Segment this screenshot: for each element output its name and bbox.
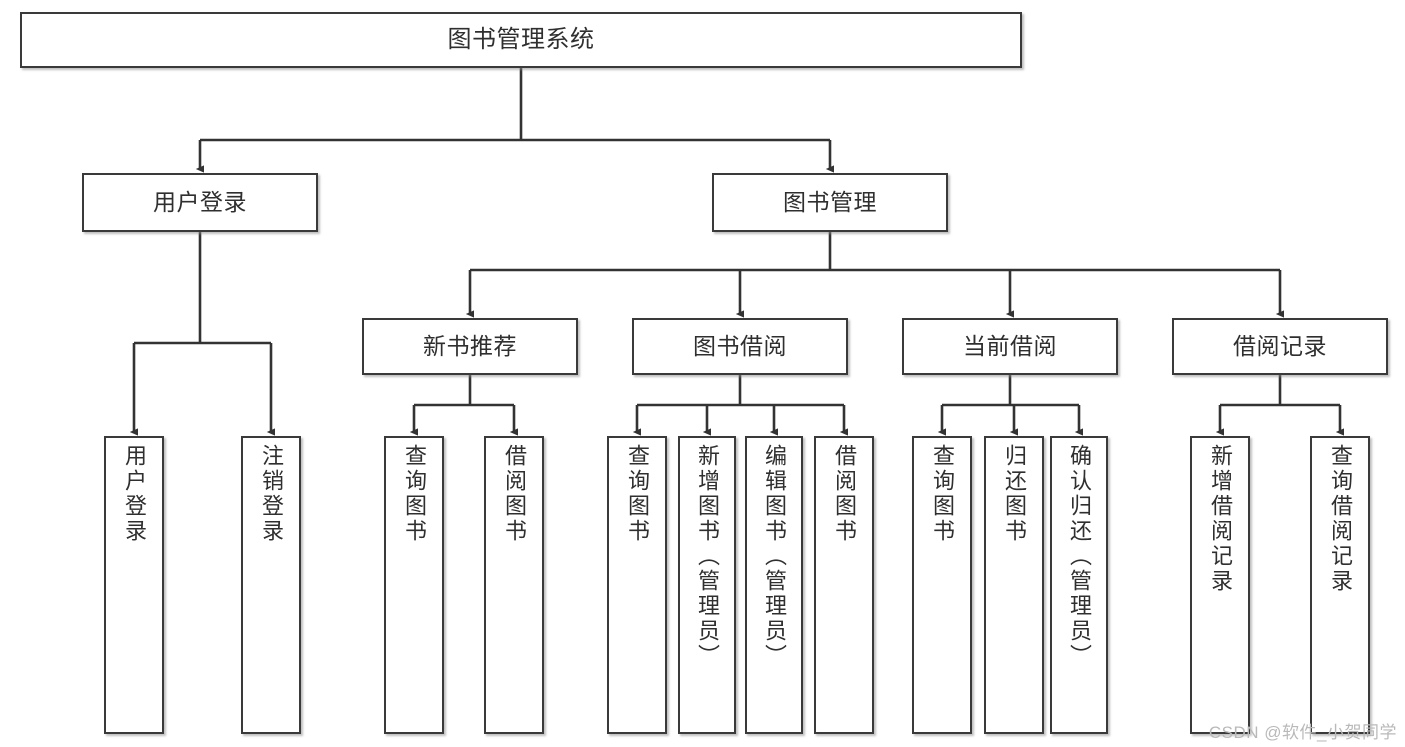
leaf-add-borrow-record[interactable]: 新增借阅记录 <box>1190 436 1250 734</box>
leaf-return-books-label: 归还图书 <box>1002 444 1027 544</box>
node-new-book-recommend-label: 新书推荐 <box>423 332 517 359</box>
node-root-label: 图书管理系统 <box>447 25 595 53</box>
node-user-login-label: 用户登录 <box>153 188 247 215</box>
leaf-query-books-recommend-label: 查询图书 <box>402 444 427 544</box>
node-borrow-records[interactable]: 借阅记录 <box>1172 318 1388 375</box>
leaf-query-books-current[interactable]: 查询图书 <box>912 436 972 734</box>
node-root[interactable]: 图书管理系统 <box>20 12 1022 68</box>
watermark: CSDN @软件_小贺同学 <box>1208 723 1397 742</box>
leaf-borrow-books[interactable]: 借阅图书 <box>814 436 874 734</box>
leaf-confirm-return-admin-label: 确认归还（管理员） <box>1067 444 1092 669</box>
leaf-logout[interactable]: 注销登录 <box>241 436 301 734</box>
leaf-query-books-current-label: 查询图书 <box>930 444 955 544</box>
leaf-borrow-books-recommend[interactable]: 借阅图书 <box>484 436 544 734</box>
leaf-query-borrow-record[interactable]: 查询借阅记录 <box>1310 436 1370 734</box>
node-current-borrow[interactable]: 当前借阅 <box>902 318 1118 375</box>
node-current-borrow-label: 当前借阅 <box>963 332 1057 359</box>
leaf-edit-book-admin[interactable]: 编辑图书（管理员） <box>745 436 803 734</box>
node-borrow-records-label: 借阅记录 <box>1233 332 1327 359</box>
leaf-logout-label: 注销登录 <box>259 444 284 544</box>
node-book-borrow-label: 图书借阅 <box>693 332 787 359</box>
leaf-edit-book-admin-label: 编辑图书（管理员） <box>762 444 787 669</box>
leaf-query-books-borrow[interactable]: 查询图书 <box>607 436 667 734</box>
leaf-borrow-books-recommend-label: 借阅图书 <box>502 444 527 544</box>
node-new-book-recommend[interactable]: 新书推荐 <box>362 318 578 375</box>
leaf-user-login-label: 用户登录 <box>122 444 147 544</box>
leaf-query-borrow-record-label: 查询借阅记录 <box>1328 444 1353 594</box>
leaf-return-books[interactable]: 归还图书 <box>984 436 1044 734</box>
leaf-add-borrow-record-label: 新增借阅记录 <box>1208 444 1233 594</box>
leaf-borrow-books-label: 借阅图书 <box>832 444 857 544</box>
leaf-query-books-recommend[interactable]: 查询图书 <box>384 436 444 734</box>
leaf-confirm-return-admin[interactable]: 确认归还（管理员） <box>1050 436 1108 734</box>
leaf-add-book-admin[interactable]: 新增图书（管理员） <box>678 436 736 734</box>
node-book-management[interactable]: 图书管理 <box>712 173 948 232</box>
node-book-borrow[interactable]: 图书借阅 <box>632 318 848 375</box>
leaf-user-login[interactable]: 用户登录 <box>104 436 164 734</box>
leaf-query-books-borrow-label: 查询图书 <box>625 444 650 544</box>
leaf-add-book-admin-label: 新增图书（管理员） <box>695 444 720 669</box>
node-user-login[interactable]: 用户登录 <box>82 173 318 232</box>
node-book-management-label: 图书管理 <box>783 188 877 215</box>
